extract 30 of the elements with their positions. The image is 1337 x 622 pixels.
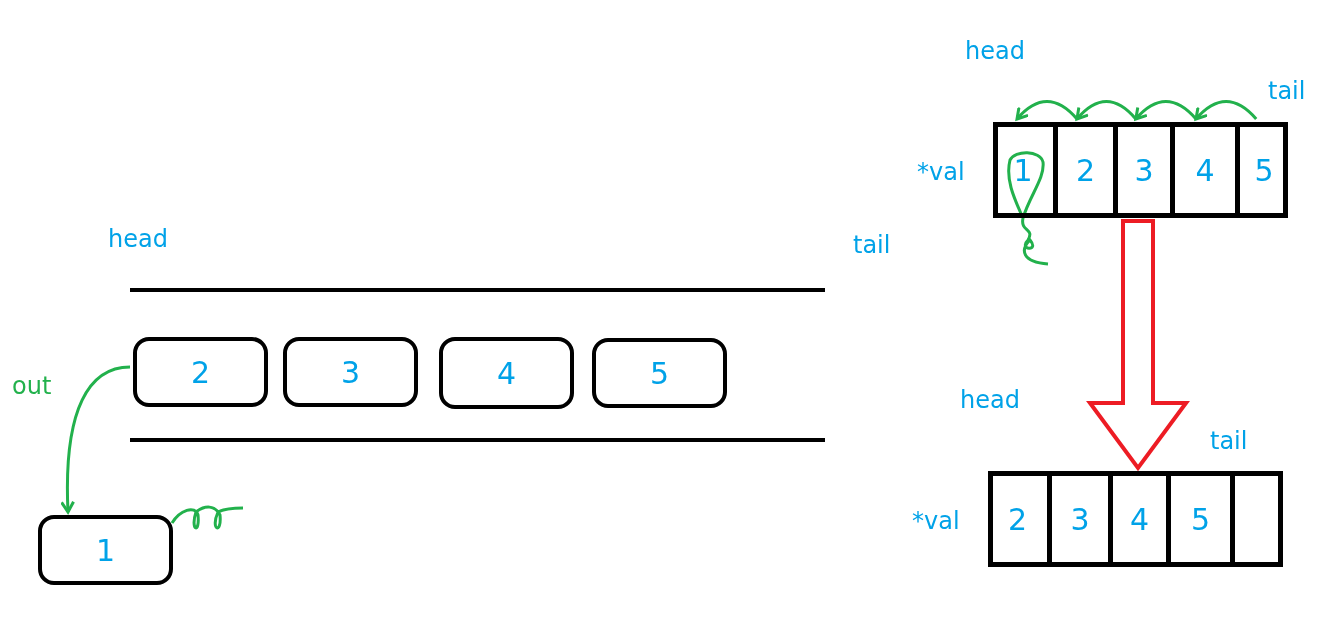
pointer-label: tail	[853, 231, 891, 259]
array-cell: 2	[1053, 122, 1113, 218]
array-cell: 3	[1113, 122, 1170, 218]
pointer-label: tail	[1210, 427, 1248, 455]
array-box	[993, 122, 1288, 218]
array-cell: 4	[1108, 471, 1166, 567]
array-cell: 1	[993, 122, 1053, 218]
array-cell: 2	[988, 471, 1047, 567]
array-cell: 3	[1047, 471, 1108, 567]
pointer-label: head	[108, 225, 168, 253]
pointer-label: head	[960, 386, 1020, 414]
pointer-label: tail	[1268, 77, 1306, 105]
arrow	[1194, 100, 1258, 121]
array-cell: 4	[1170, 122, 1235, 218]
queue-box: 4	[439, 337, 574, 409]
array-box	[988, 471, 1283, 567]
queue-box: 5	[592, 338, 727, 408]
arrow	[1134, 100, 1198, 121]
array-cell: 5	[1235, 122, 1288, 218]
arrow	[1015, 100, 1079, 121]
pointer-label: head	[965, 37, 1025, 65]
queue-box: 2	[133, 337, 268, 407]
pointer-label: *val	[917, 158, 965, 186]
arrow	[1075, 100, 1137, 121]
arrow	[1086, 219, 1190, 472]
queue-box: 1	[38, 515, 173, 585]
arrow	[60, 365, 131, 514]
array-cell: 5	[1166, 471, 1230, 567]
pointer-label: *val	[912, 507, 960, 535]
queue-box: 3	[283, 337, 418, 407]
